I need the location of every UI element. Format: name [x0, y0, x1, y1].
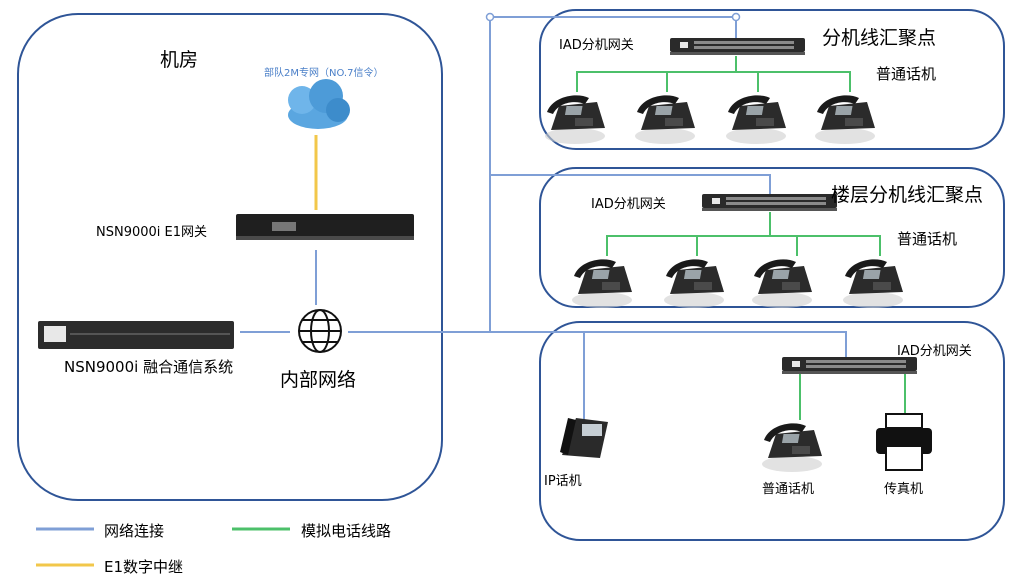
phone-icon — [664, 259, 724, 308]
legend-network-label: 网络连接 — [104, 522, 165, 540]
group3-box — [539, 321, 1005, 541]
group1-gateway-label: IAD分机网关 — [559, 38, 634, 53]
group2-gateway-label: IAD分机网关 — [591, 197, 666, 212]
globe-icon — [298, 309, 342, 353]
network-label: 内部网络 — [280, 369, 357, 391]
phone-icon — [815, 95, 875, 144]
group1-title: 分机线汇聚点 — [822, 27, 937, 49]
phone-icon — [843, 259, 903, 308]
system-server-device — [38, 321, 234, 349]
ip-phone-icon — [560, 418, 608, 458]
system-label: NSN9000i 融合通信系统 — [64, 358, 234, 376]
phone-icon — [762, 423, 822, 472]
phone-icon — [545, 95, 605, 144]
machine-room-title: 机房 — [160, 49, 199, 71]
fax-label: 传真机 — [884, 482, 924, 497]
group3-phone-label: 普通话机 — [762, 482, 815, 497]
e1-gateway-label: NSN9000i E1网关 — [96, 225, 208, 240]
iad-gateway-2 — [702, 194, 837, 211]
analog-links-3 — [799, 372, 906, 420]
phone-icon — [635, 95, 695, 144]
phone-icon — [572, 259, 632, 308]
cloud-icon — [288, 79, 350, 129]
ip-phone-label: IP话机 — [544, 474, 582, 489]
group2-phones-label: 普通话机 — [897, 230, 958, 248]
legend-analog-label: 模拟电话线路 — [301, 522, 392, 540]
group1-box — [539, 9, 1005, 150]
analog-links-1 — [576, 56, 851, 92]
group3-gateway-label: IAD分机网关 — [897, 344, 972, 359]
cloud-label: 部队2M专网（NO.7信令） — [264, 68, 384, 79]
phone-icon — [752, 259, 812, 308]
fax-icon — [876, 413, 932, 471]
group1-phones-label: 普通话机 — [876, 65, 937, 83]
iad-gateway-1 — [670, 38, 805, 55]
group2-title: 楼层分机线汇聚点 — [831, 184, 984, 206]
legend-e1-label: E1数字中继 — [104, 558, 184, 576]
phone-icon — [726, 95, 786, 144]
iad-gateway-3 — [782, 357, 917, 374]
e1-gateway-device — [236, 214, 414, 240]
machine-room-box — [17, 13, 443, 501]
analog-links-2 — [606, 212, 881, 256]
